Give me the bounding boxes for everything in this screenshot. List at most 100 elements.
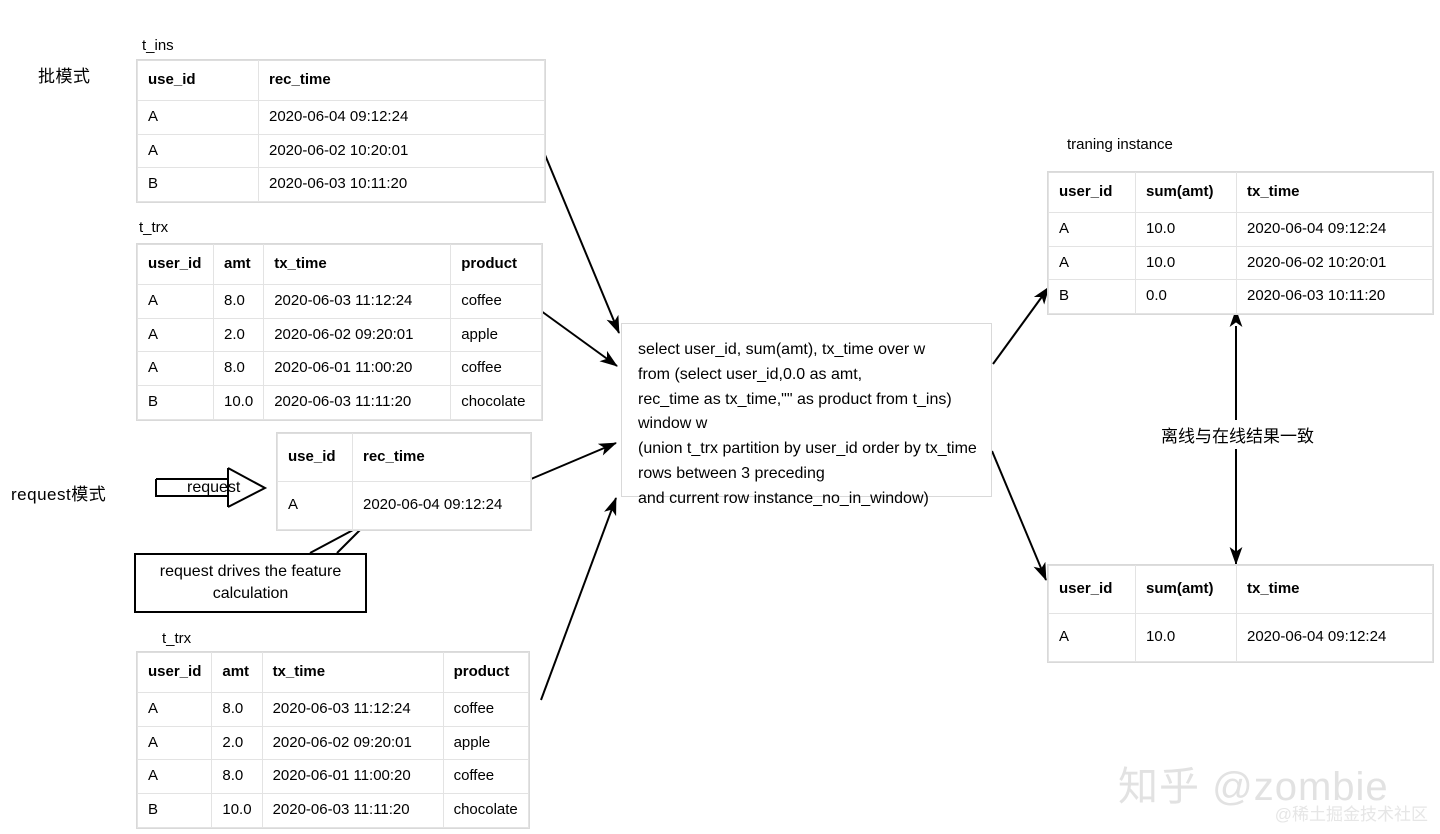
table-t-trx-bottom: user_id amt tx_time product A 8.0 2020-0… — [136, 652, 529, 828]
watermark-sub: @稀土掘金技术社区 — [1274, 805, 1428, 824]
table-t-ins: use_id rec_time A 2020-06-04 09:12:24 A … — [137, 60, 545, 202]
cell-tx-time: 2020-06-03 11:12:24 — [261, 691, 444, 727]
column-header: product — [450, 244, 543, 285]
table-training-instance: user_id sum(amt) tx_time A 10.0 2020-06-… — [1048, 172, 1433, 314]
table-header-row: user_id sum(amt) tx_time — [1048, 565, 1433, 614]
cell-tx-time: 2020-06-02 09:20:01 — [261, 725, 444, 761]
table-header-row: user_id amt tx_time product — [137, 244, 543, 285]
cell-user-id: A — [137, 351, 214, 386]
table-row: A 8.0 2020-06-03 11:12:24 coffee — [136, 691, 529, 727]
cell-sum-amt: 0.0 — [1135, 279, 1237, 314]
cell-user-id: A — [136, 759, 213, 794]
column-header: use_id — [137, 60, 259, 101]
cell-user-id: A — [1048, 612, 1136, 662]
cell-user-id: B — [137, 385, 214, 420]
column-header: sum(amt) — [1135, 565, 1237, 614]
request-arrow-label: request — [187, 479, 241, 496]
cell-amt: 10.0 — [211, 793, 263, 828]
table-header-row: user_id sum(amt) tx_time — [1048, 172, 1433, 213]
table-header-row: use_id rec_time — [137, 60, 545, 101]
table-row: B 10.0 2020-06-03 11:11:20 chocolate — [137, 385, 543, 420]
table-row: B 0.0 2020-06-03 10:11:20 — [1048, 279, 1433, 314]
caption-t-trx-bottom: t_trx — [162, 630, 192, 647]
cell-amt: 2.0 — [212, 317, 265, 353]
table-header-row: use_id rec_time — [277, 433, 531, 482]
table-row: A 10.0 2020-06-04 09:12:24 — [1048, 211, 1433, 247]
cell-user-id: B — [136, 793, 213, 828]
table-row: A 10.0 2020-06-02 10:20:01 — [1048, 245, 1433, 281]
cell-amt: 10.0 — [212, 385, 265, 420]
table-row: A 8.0 2020-06-03 11:12:24 coffee — [137, 283, 543, 319]
online-result-table: user_id sum(amt) tx_time A 10.0 2020-06-… — [1048, 565, 1433, 662]
cell-user-id: A — [137, 317, 214, 353]
cell-amt: 8.0 — [212, 351, 265, 386]
column-header: product — [442, 652, 529, 693]
caption-training-instance: traning instance — [1067, 136, 1173, 153]
column-header: user_id — [137, 244, 214, 285]
training-instance-table: user_id sum(amt) tx_time A 10.0 2020-06-… — [1048, 172, 1433, 314]
table-row: A 2.0 2020-06-02 09:20:01 apple — [137, 317, 543, 353]
table-row: A 2.0 2020-06-02 09:20:01 apple — [136, 725, 529, 761]
cell-product: coffee — [450, 351, 543, 386]
cell-amt: 8.0 — [212, 283, 265, 319]
cell-product: chocolate — [450, 385, 543, 420]
cell-tx-time: 2020-06-04 09:12:24 — [1236, 612, 1433, 662]
column-header: amt — [212, 244, 265, 285]
table-row: B 10.0 2020-06-03 11:11:20 chocolate — [136, 793, 529, 828]
t-trx-bottom-table: user_id amt tx_time product A 8.0 2020-0… — [136, 652, 529, 828]
batch-mode-label: 批模式 — [38, 67, 91, 86]
cell-use-id: A — [137, 99, 259, 135]
table-row: A 8.0 2020-06-01 11:00:20 coffee — [136, 759, 529, 794]
arrow-sql-to-online-result — [991, 450, 1047, 581]
caption-t-ins: t_ins — [142, 37, 174, 54]
table-row: B 2020-06-03 10:11:20 — [137, 167, 545, 202]
column-header: tx_time — [263, 244, 452, 285]
table-row: A 2020-06-04 09:12:24 — [277, 480, 531, 530]
table-header-row: user_id amt tx_time product — [136, 652, 529, 693]
cell-tx-time: 2020-06-01 11:00:20 — [261, 759, 444, 794]
cell-product: coffee — [442, 759, 529, 794]
column-header: user_id — [1048, 565, 1136, 614]
arrow-t-trx-bottom-to-sql — [540, 497, 617, 701]
cell-product: chocolate — [442, 793, 529, 828]
consistency-note: 离线与在线结果一致 — [1155, 420, 1320, 449]
column-header: sum(amt) — [1135, 172, 1237, 213]
cell-sum-amt: 10.0 — [1135, 211, 1237, 247]
column-header: user_id — [1048, 172, 1136, 213]
cell-use-id: A — [277, 480, 353, 530]
table-row: A 10.0 2020-06-04 09:12:24 — [1048, 612, 1433, 662]
request-mode-label: request模式 — [11, 485, 107, 504]
caption-t-trx-top: t_trx — [139, 219, 169, 236]
arrow-request-to-sql — [530, 442, 617, 480]
cell-user-id: A — [1048, 245, 1136, 281]
cell-sum-amt: 10.0 — [1135, 612, 1237, 662]
cell-user-id: B — [1048, 279, 1136, 314]
cell-amt: 8.0 — [211, 691, 263, 727]
column-header: rec_time — [352, 433, 531, 482]
column-header: amt — [211, 652, 263, 693]
cell-product: coffee — [450, 283, 543, 319]
column-header: tx_time — [1236, 172, 1433, 213]
cell-sum-amt: 10.0 — [1135, 245, 1237, 281]
cell-tx-time: 2020-06-03 11:11:20 — [261, 793, 444, 828]
cell-user-id: A — [136, 725, 213, 761]
cell-product: coffee — [442, 691, 529, 727]
callout-request-drives-feature-calculation: request drives the feature calculation — [134, 553, 367, 613]
column-header: tx_time — [261, 652, 444, 693]
cell-tx-time: 2020-06-04 09:12:24 — [1236, 211, 1433, 247]
cell-user-id: A — [1048, 211, 1136, 247]
cell-rec-time: 2020-06-02 10:20:01 — [258, 133, 545, 169]
table-t-trx-top: user_id amt tx_time product A 8.0 2020-0… — [137, 244, 543, 420]
arrow-t-ins-to-sql — [537, 137, 620, 334]
cell-rec-time: 2020-06-04 09:12:24 — [258, 99, 545, 135]
arrow-t-trx-top-to-sql — [536, 307, 618, 367]
cell-use-id: B — [137, 167, 259, 202]
table-request: use_id rec_time A 2020-06-04 09:12:24 — [277, 433, 531, 530]
cell-rec-time: 2020-06-03 10:11:20 — [258, 167, 545, 202]
arrow-sql-to-training-instance — [992, 286, 1050, 365]
cell-tx-time: 2020-06-02 10:20:01 — [1236, 245, 1433, 281]
cell-tx-time: 2020-06-03 10:11:20 — [1236, 279, 1433, 314]
cell-tx-time: 2020-06-02 09:20:01 — [263, 317, 452, 353]
cell-user-id: A — [137, 283, 214, 319]
column-header: tx_time — [1236, 565, 1433, 614]
